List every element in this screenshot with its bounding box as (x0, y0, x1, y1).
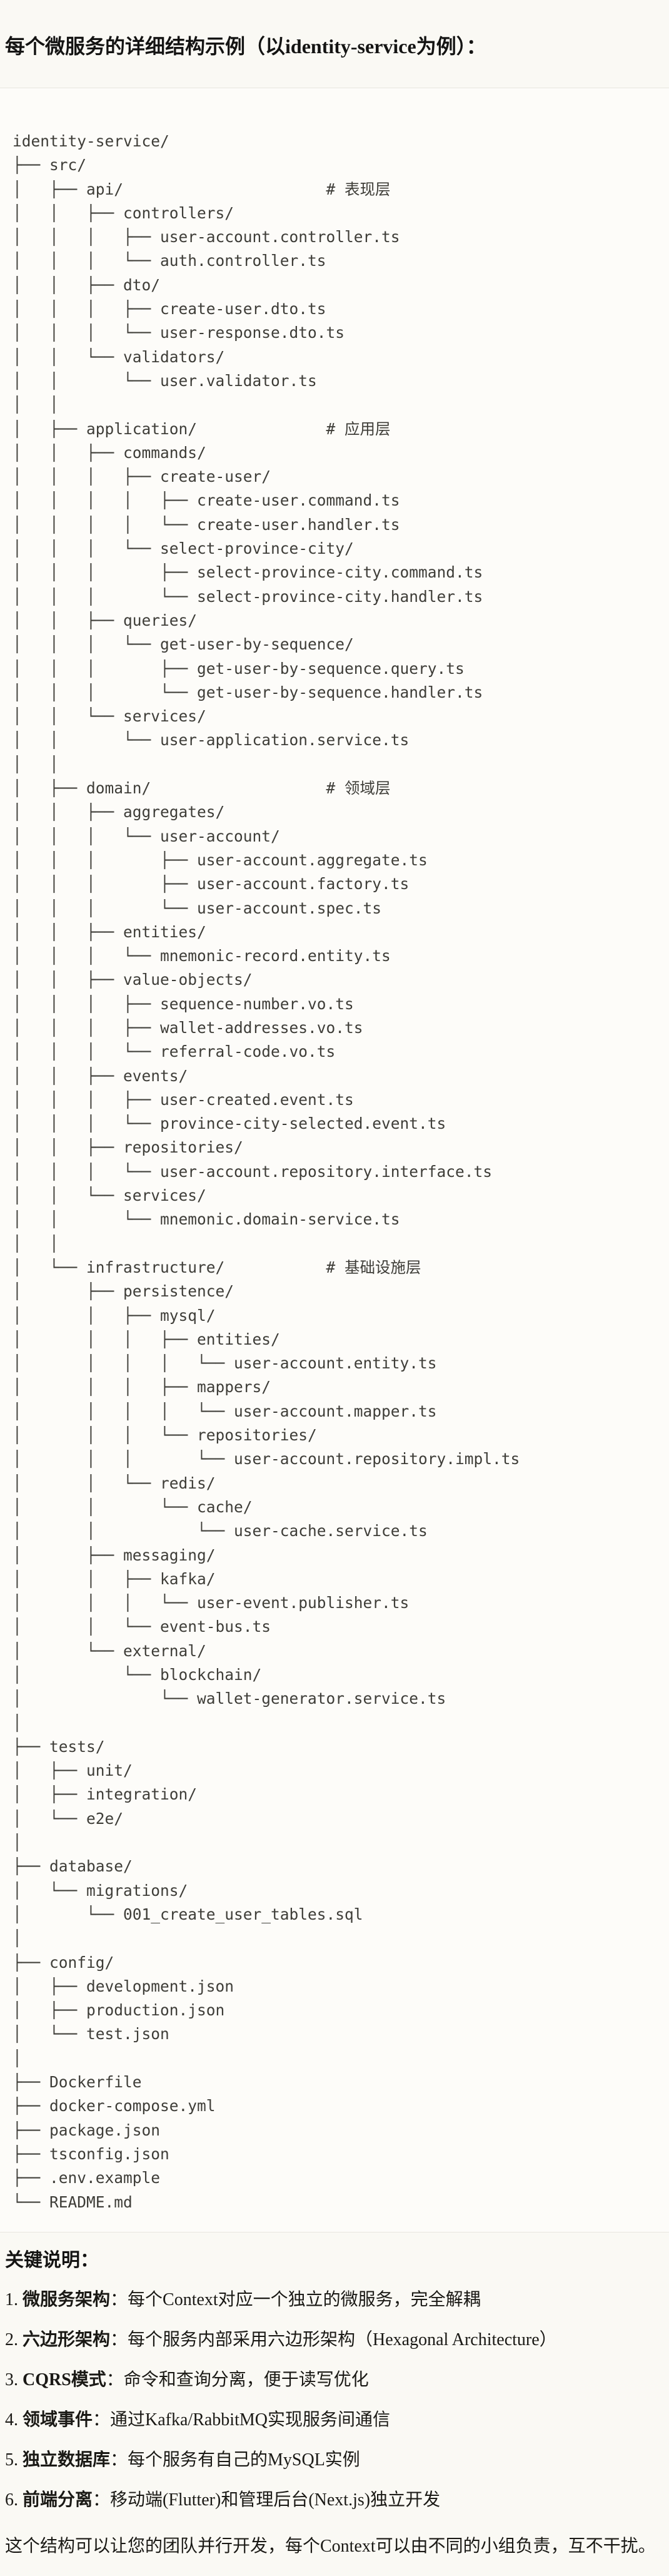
item-label: 独立数据库 (23, 2450, 111, 2470)
item-label: 领域事件 (23, 2410, 93, 2430)
item-text: ：每个服务内部采用六边形架构（Hexagonal Architecture） (110, 2329, 557, 2349)
key-notes-section: 关键说明： 1.微服务架构：每个Context对应一个独立的微服务，完全解耦 2… (0, 2248, 669, 2559)
directory-tree: identity-service/ ├── src/ │ ├── api/ # … (13, 132, 520, 2211)
item-text: ：命令和查询分离，便于读写优化 (106, 2370, 369, 2390)
item-number: 1. (5, 2289, 18, 2309)
item-label: 前端分离 (23, 2490, 93, 2510)
item-label: 六边形架构 (23, 2329, 111, 2349)
list-item: 4.领域事件：通过Kafka/RabbitMQ实现服务间通信 (5, 2408, 664, 2433)
item-text: ：通过Kafka/RabbitMQ实现服务间通信 (93, 2410, 390, 2430)
item-number: 4. (5, 2410, 18, 2430)
item-text: ：移动端(Flutter)和管理后台(Next.js)独立开发 (93, 2490, 441, 2510)
item-label: 微服务架构 (23, 2289, 111, 2309)
page-title: 每个微服务的详细结构示例（以identity-service为例）： (5, 35, 486, 58)
item-label: CQRS模式 (23, 2370, 106, 2390)
item-number: 2. (5, 2329, 18, 2349)
item-number: 5. (5, 2450, 18, 2470)
code-block: identity-service/ ├── src/ │ ├── api/ # … (0, 88, 669, 2232)
notes-heading: 关键说明： (5, 2249, 99, 2271)
list-item: 1.微服务架构：每个Context对应一个独立的微服务，完全解耦 (5, 2288, 664, 2313)
item-number: 6. (5, 2490, 18, 2510)
item-text: ：每个服务有自己的MySQL实例 (110, 2450, 360, 2470)
closing-paragraph: 这个结构可以让您的团队并行开发，每个Context可以由不同的小组负责，互不干扰… (5, 2536, 656, 2556)
list-item: 2.六边形架构：每个服务内部采用六边形架构（Hexagonal Architec… (5, 2328, 664, 2353)
notes-list: 1.微服务架构：每个Context对应一个独立的微服务，完全解耦 2.六边形架构… (5, 2288, 664, 2513)
list-item: 6.前端分离：移动端(Flutter)和管理后台(Next.js)独立开发 (5, 2488, 664, 2513)
list-item: 5.独立数据库：每个服务有自己的MySQL实例 (5, 2448, 664, 2473)
item-text: ：每个Context对应一个独立的微服务，完全解耦 (110, 2289, 481, 2309)
list-item: 3.CQRS模式：命令和查询分离，便于读写优化 (5, 2368, 664, 2393)
item-number: 3. (5, 2370, 18, 2390)
